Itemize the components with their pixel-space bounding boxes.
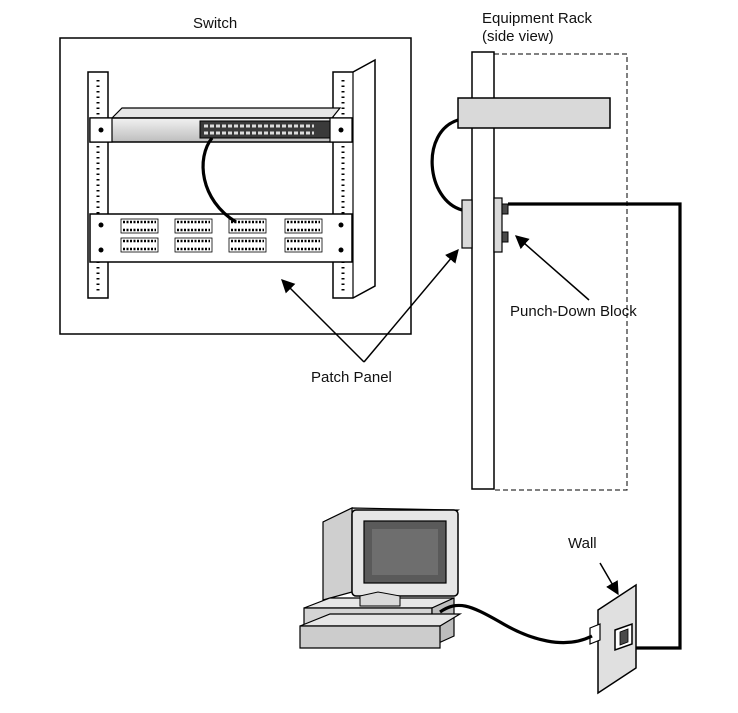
- keyboard: [300, 614, 460, 626]
- computer-to-wall-cable: [440, 605, 592, 642]
- rack-patch-cable: [432, 120, 462, 210]
- punch-down-block-label: Punch-Down Block: [510, 303, 637, 321]
- computer: [300, 508, 460, 648]
- punch-down-block-arrow: [516, 236, 589, 300]
- wall-label: Wall: [568, 535, 597, 553]
- equipment-rack-side-view: [432, 52, 627, 490]
- switch-rack-front-view: [60, 38, 411, 334]
- wall-plate: [590, 585, 636, 693]
- left-rack-rail: [88, 72, 108, 298]
- patch-panel-front: [90, 214, 352, 262]
- switch-unit: [90, 108, 352, 142]
- patch-panel-side: [462, 200, 472, 248]
- rack-side-view-label: (side view): [482, 28, 554, 46]
- wall-arrow: [600, 563, 618, 594]
- switch-label: Switch: [193, 15, 237, 33]
- switch-port-block: [200, 121, 330, 138]
- punch-down-block-side: [494, 198, 508, 252]
- switch-side: [458, 98, 610, 128]
- horizontal-cable: [508, 204, 680, 648]
- patch-panel-label: Patch Panel: [311, 369, 392, 387]
- equipment-rack-label: Equipment Rack: [482, 10, 592, 28]
